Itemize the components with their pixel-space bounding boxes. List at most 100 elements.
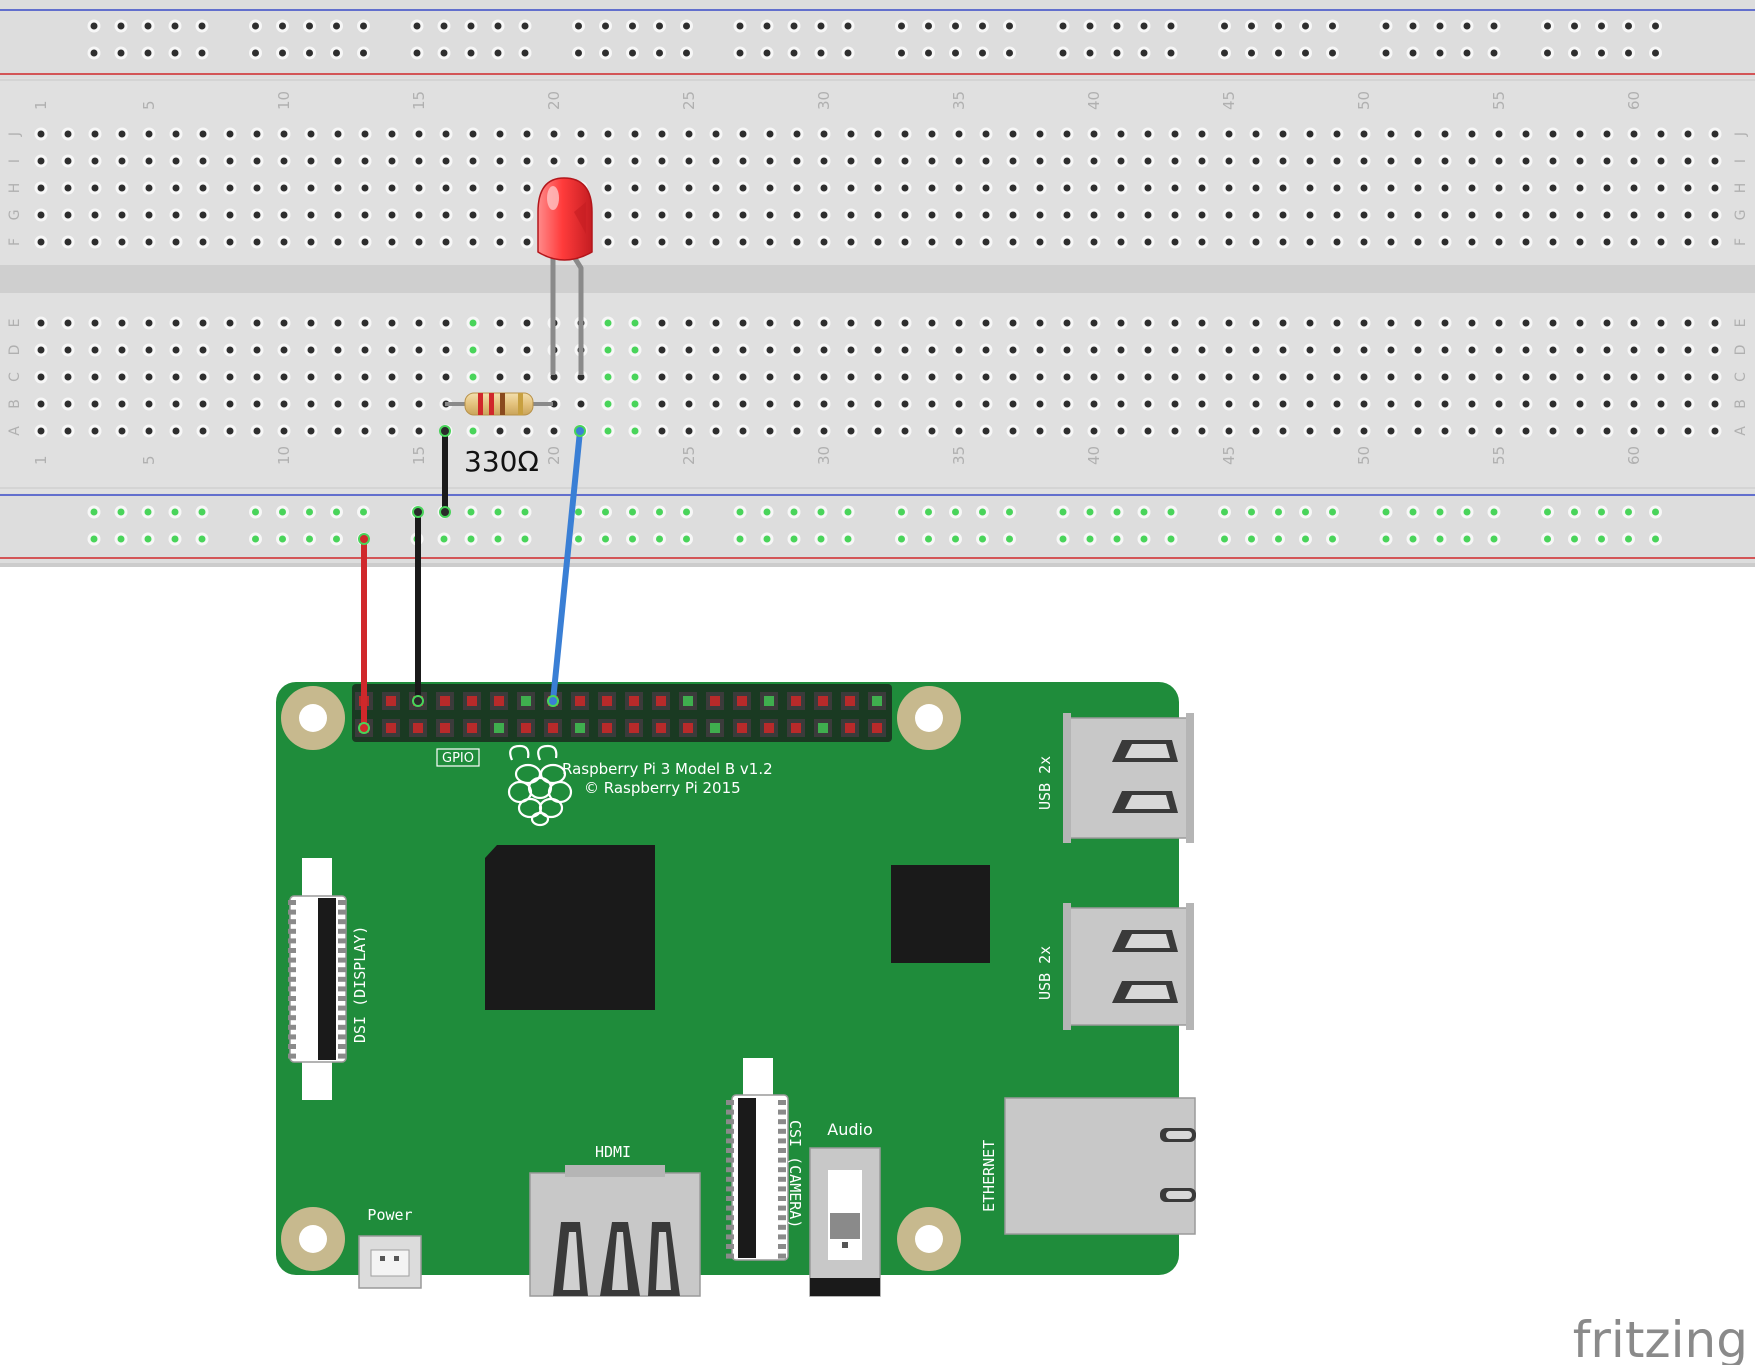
breadboard-hole-center — [199, 211, 207, 219]
breadboard-hole-center — [1598, 535, 1605, 543]
breadboard-hole-center — [118, 157, 126, 165]
breadboard-hole-center — [37, 157, 45, 165]
row-letter: C — [1733, 372, 1749, 382]
breadboard-hole-center — [1006, 508, 1013, 516]
gpio-pin — [818, 723, 828, 733]
led-flat — [574, 202, 586, 234]
breadboard-hole-center — [1360, 346, 1368, 354]
breadboard-hole-center — [306, 49, 313, 57]
breadboard-hole-center — [1495, 238, 1503, 246]
connector-pin — [726, 1148, 734, 1153]
breadboard-hole-center — [1198, 238, 1206, 246]
breadboard-hole-center — [1063, 319, 1071, 327]
gpio-pin — [602, 723, 612, 733]
column-number: 20 — [545, 446, 563, 465]
breadboard-hole-center — [253, 319, 261, 327]
gpio-pin — [440, 696, 450, 706]
breadboard-hole-center — [1436, 22, 1444, 30]
breadboard-hole-center — [469, 427, 477, 435]
breadboard-hole-center — [280, 238, 288, 246]
connector-pin — [288, 1053, 296, 1059]
breadboard-hole-center — [226, 427, 234, 435]
breadboard-hole-center — [658, 373, 666, 381]
breadboard-hole-center — [790, 22, 798, 30]
breadboard-hole-center — [496, 157, 504, 165]
breadboard-hole-center — [1090, 184, 1098, 192]
breadboard-hole-center — [1522, 157, 1530, 165]
breadboard-hole-center — [334, 157, 342, 165]
breadboard-hole-center — [1549, 427, 1557, 435]
breadboard-hole-center — [1571, 508, 1578, 516]
breadboard-hole-center — [469, 238, 477, 246]
breadboard-hole-center — [1571, 535, 1578, 543]
breadboard-hole-center — [1360, 427, 1368, 435]
breadboard-hole-center — [1684, 130, 1692, 138]
breadboard-hole-center — [1360, 400, 1368, 408]
breadboard-hole-center — [874, 400, 882, 408]
column-number: 30 — [815, 446, 833, 465]
breadboard-hole-center — [739, 373, 747, 381]
breadboard-hole-center — [1495, 346, 1503, 354]
breadboard-hole-center — [631, 400, 639, 408]
breadboard-hole-center — [1657, 238, 1665, 246]
breadboard-hole-center — [494, 508, 502, 516]
breadboard-hole-center — [1144, 400, 1152, 408]
breadboard-hole-center — [1603, 400, 1611, 408]
connector-pin — [288, 928, 296, 934]
connector-pin — [338, 1015, 346, 1021]
gpio-pin — [386, 723, 396, 733]
breadboard-hole-center — [523, 373, 531, 381]
breadboard-hole-center — [334, 400, 342, 408]
breadboard-hole-center — [631, 373, 639, 381]
breadboard-hole-center — [793, 400, 801, 408]
breadboard-hole-center — [1360, 157, 1368, 165]
gpio-pin — [845, 723, 855, 733]
power-label: Power — [367, 1206, 412, 1224]
breadboard-hole-center — [712, 346, 720, 354]
breadboard-hole-center — [955, 319, 963, 327]
breadboard-hole-center — [1248, 49, 1255, 57]
breadboard-hole-center — [685, 211, 693, 219]
breadboard-hole-center — [1225, 184, 1233, 192]
breadboard-hole-center — [1009, 427, 1017, 435]
breadboard-hole-center — [145, 427, 153, 435]
breadboard-hole-center — [1544, 22, 1551, 30]
breadboard-hole-center — [658, 184, 666, 192]
breadboard-hole-center — [683, 508, 690, 516]
breadboard-hole-center — [817, 535, 825, 543]
breadboard-hole-center — [712, 184, 720, 192]
breadboard-hole-center — [442, 157, 450, 165]
breadboard-hole-center — [1198, 157, 1206, 165]
breadboard-hole-center — [1279, 157, 1287, 165]
breadboard-hole-center — [199, 373, 207, 381]
breadboard-hole-center — [467, 22, 475, 30]
breadboard-hole-center — [37, 211, 45, 219]
row-letter: F — [7, 238, 23, 246]
breadboard-hole-center — [1711, 400, 1719, 408]
breadboard-hole-center — [1441, 211, 1449, 219]
gpio-pin — [737, 696, 747, 706]
breadboard-hole-center — [523, 319, 531, 327]
breadboard-hole-center — [280, 211, 288, 219]
connector-pin — [338, 948, 346, 953]
hdmi-label: HDMI — [595, 1143, 631, 1161]
breadboard-hole-center — [496, 346, 504, 354]
breadboard-hole-center — [145, 346, 153, 354]
bottom-power-rail — [0, 493, 1755, 565]
breadboard-hole-center — [1360, 184, 1368, 192]
breadboard-hole-center — [1409, 508, 1417, 516]
breadboard-hole-center — [1086, 508, 1094, 516]
breadboard-hole-center — [631, 130, 639, 138]
breadboard-hole-center — [766, 319, 774, 327]
connector-pin — [288, 986, 296, 992]
breadboard-hole-center — [1279, 400, 1287, 408]
breadboard-hole-center — [683, 22, 690, 30]
breadboard-hole-center — [91, 184, 99, 192]
breadboard-hole-center — [1117, 157, 1125, 165]
breadboard-hole-center — [1113, 535, 1121, 543]
breadboard-hole-center — [575, 508, 582, 516]
breadboard-hole-center — [874, 130, 882, 138]
gpio-pin — [494, 696, 504, 706]
breadboard-hole-center — [469, 346, 477, 354]
breadboard-hole-center — [1387, 211, 1395, 219]
